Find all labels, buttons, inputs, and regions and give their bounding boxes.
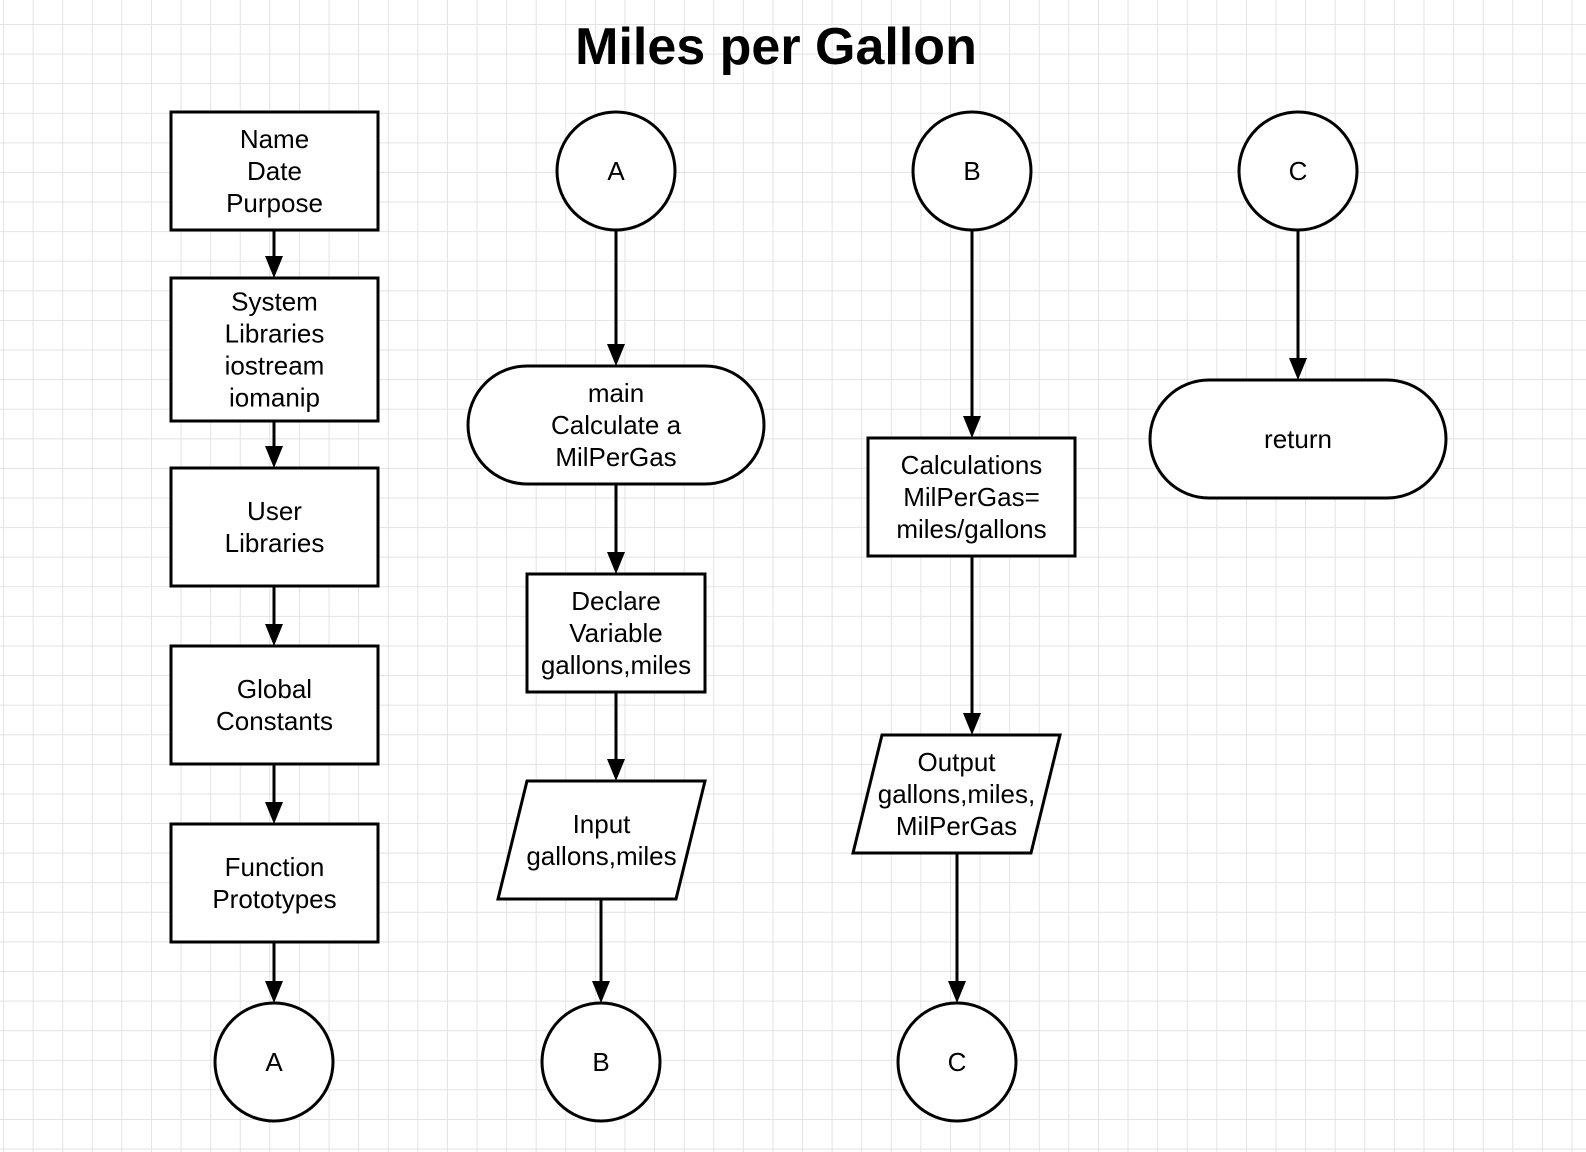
connector-a-out-label: A (265, 1047, 283, 1077)
arrow-system-libraries-to-user-libraries-head (265, 446, 283, 468)
output-parallelogram-shape (851, 733, 1062, 855)
arrow-main-to-declare-variable (607, 484, 625, 574)
arrow-declare-variable-to-input (607, 692, 625, 781)
connector-b-in: B (911, 110, 1033, 232)
header-box-line-2: Date (247, 156, 302, 186)
arrow-user-libraries-to-global-constants (265, 586, 283, 646)
connector-b-in-label: B (963, 156, 980, 186)
arrow-global-constants-to-function-prototypes (265, 764, 283, 824)
global-constants-box-line-2: Constants (216, 706, 333, 736)
calculations-box-line-1: Calculations (901, 450, 1043, 480)
arrow-function-prototypes-to-connector-a-head (265, 981, 283, 1003)
connector-c-out-label: C (948, 1047, 967, 1077)
system-libraries-box-line-3: iostream (225, 351, 325, 381)
output-parallelogram-line-3: MilPerGas (896, 811, 1017, 841)
user-libraries-box-line-2: Libraries (225, 528, 325, 558)
calculations-box-line-2: MilPerGas= (903, 482, 1040, 512)
arrow-input-to-connector-b-head (592, 981, 610, 1003)
function-prototypes-box-line-1: Function (225, 852, 325, 882)
connector-c-in: C (1237, 110, 1359, 232)
arrow-user-libraries-to-global-constants-head (265, 624, 283, 646)
return-terminator-shape (1148, 378, 1448, 500)
header-box-line-1: Name (240, 124, 309, 154)
arrow-connector-b-to-calculations (963, 230, 981, 438)
connector-c-in-shape (1237, 110, 1359, 232)
system-libraries-box-line-4: iomanip (229, 383, 320, 413)
edges-layer (265, 230, 1307, 1003)
arrow-connector-c-to-return-head (1289, 358, 1307, 380)
user-libraries-box-shape (169, 466, 380, 588)
arrow-main-to-declare-variable-head (607, 552, 625, 574)
nodes-layer: NameDatePurposeSystemLibrariesiostreamio… (169, 110, 1448, 1123)
calculations-box-shape (866, 436, 1077, 558)
declare-variable-box-line-1: Declare (571, 586, 661, 616)
input-parallelogram-line-2: gallons,miles (526, 841, 676, 871)
arrow-output-to-connector-c-head (948, 981, 966, 1003)
user-libraries-box-line-1: User (247, 496, 302, 526)
global-constants-box-line-1: Global (237, 674, 312, 704)
header-box-shape (169, 110, 380, 232)
declare-variable-box-line-2: Variable (569, 618, 662, 648)
arrow-output-to-connector-c (948, 853, 966, 1003)
connector-a-in-label: A (607, 156, 625, 186)
main-terminator-line-1: main (588, 378, 644, 408)
connector-a-in: A (555, 110, 677, 232)
system-libraries-box-line-2: Libraries (225, 319, 325, 349)
input-parallelogram-line-1: Input (573, 809, 632, 839)
main-terminator-line-3: MilPerGas (555, 442, 676, 472)
arrow-global-constants-to-function-prototypes-head (265, 802, 283, 824)
connector-a-out: A (213, 1001, 335, 1123)
system-libraries-box-shape (169, 276, 380, 423)
function-prototypes-box-line-2: Prototypes (212, 884, 336, 914)
connector-b-out: B (540, 1001, 662, 1123)
arrow-connector-a-to-main-head (607, 344, 625, 366)
arrow-connector-b-to-calculations-head (963, 416, 981, 438)
arrow-function-prototypes-to-connector-a (265, 942, 283, 1003)
input-parallelogram-shape (496, 779, 707, 901)
declare-variable-box-line-3: gallons,miles (541, 650, 691, 680)
return-terminator: return (1148, 378, 1448, 500)
main-terminator-shape (466, 364, 766, 486)
connector-c-out: C (896, 1001, 1018, 1123)
header-box-line-3: Purpose (226, 188, 323, 218)
main-terminator-line-2: Calculate a (551, 410, 682, 440)
arrow-connector-a-to-main (607, 230, 625, 366)
connector-a-out-shape (213, 1001, 335, 1123)
arrow-header-to-system-libraries (265, 230, 283, 278)
connector-b-out-shape (540, 1001, 662, 1123)
connector-b-in-shape (911, 110, 1033, 232)
arrow-header-to-system-libraries-head (265, 256, 283, 278)
output-parallelogram-line-2: gallons,miles, (878, 779, 1036, 809)
arrow-connector-c-to-return (1289, 230, 1307, 380)
arrow-calculations-to-output (963, 556, 981, 735)
declare-variable-box-shape (525, 572, 707, 694)
system-libraries-box-line-1: System (231, 287, 318, 317)
connector-a-in-shape (555, 110, 677, 232)
return-terminator-line-1: return (1264, 424, 1332, 454)
global-constants-box-shape (169, 644, 380, 766)
output-parallelogram-line-1: Output (917, 747, 996, 777)
diagram-title: Miles per Gallon (575, 18, 977, 76)
function-prototypes-box-shape (169, 822, 380, 944)
calculations-box-line-3: miles/gallons (896, 514, 1046, 544)
arrow-calculations-to-output-head (963, 713, 981, 735)
connector-c-in-label: C (1289, 156, 1308, 186)
connector-c-out-shape (896, 1001, 1018, 1123)
arrow-input-to-connector-b (592, 899, 610, 1003)
arrow-declare-variable-to-input-head (607, 759, 625, 781)
arrow-system-libraries-to-user-libraries (265, 421, 283, 468)
connector-b-out-label: B (592, 1047, 609, 1077)
